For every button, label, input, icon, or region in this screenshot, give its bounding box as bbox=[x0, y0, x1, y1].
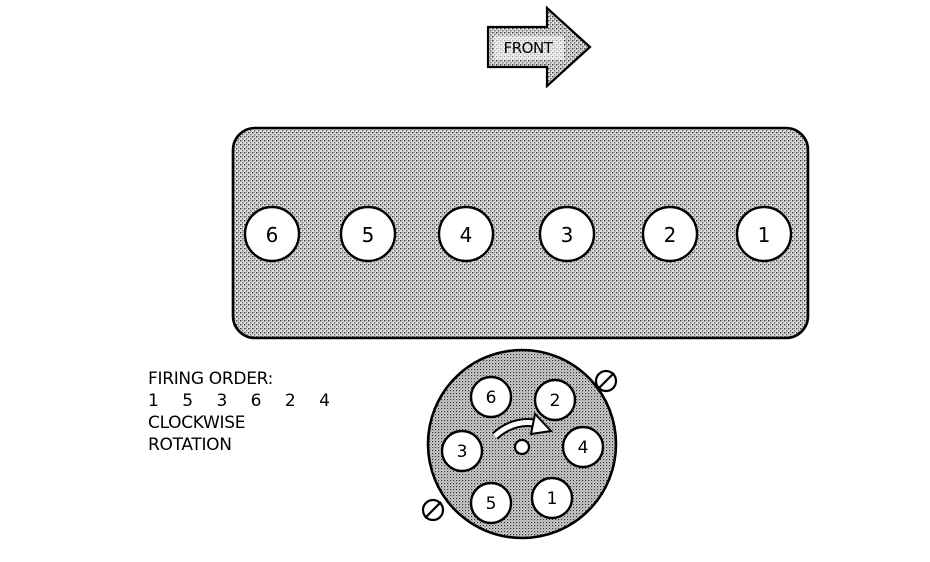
front-arrow: FRONT bbox=[486, 5, 592, 89]
terminal-4: 4 bbox=[561, 425, 605, 469]
distributor-cap: 6 2 4 1 5 3 bbox=[421, 348, 618, 540]
distributor-terminals: 6 2 4 1 5 3 bbox=[440, 375, 605, 525]
terminal-5-label: 5 bbox=[486, 494, 497, 514]
hold-down-screw-lower bbox=[421, 498, 445, 522]
terminal-5: 5 bbox=[469, 481, 513, 525]
cylinder-4-label: 4 bbox=[460, 223, 473, 247]
cylinder-6-label: 6 bbox=[266, 223, 279, 247]
cylinder-2-label: 2 bbox=[664, 223, 677, 247]
cylinder-5: 5 bbox=[339, 205, 397, 263]
rotation-arrow bbox=[491, 411, 554, 456]
cylinder-4: 4 bbox=[437, 205, 495, 263]
rotation-label: ROTATION bbox=[148, 435, 232, 455]
terminal-4-label: 4 bbox=[578, 438, 589, 458]
engine-block: 6 5 4 3 2 1 bbox=[231, 126, 810, 340]
cylinder-1-label: 1 bbox=[758, 223, 771, 247]
terminal-1: 1 bbox=[530, 476, 574, 520]
terminal-3: 3 bbox=[440, 429, 484, 473]
firing-order-sequence: 1 5 3 6 2 4 bbox=[148, 391, 339, 411]
cylinder-3: 3 bbox=[538, 205, 596, 263]
rotor-center bbox=[513, 438, 531, 456]
terminal-6: 6 bbox=[469, 375, 513, 419]
cylinder-5-label: 5 bbox=[362, 223, 375, 247]
front-label: FRONT bbox=[504, 39, 554, 57]
terminal-2-label: 2 bbox=[550, 391, 561, 411]
cylinder-6: 6 bbox=[243, 205, 301, 263]
cylinder-2: 2 bbox=[641, 205, 699, 263]
hold-down-screw-upper bbox=[594, 369, 618, 393]
rotation-direction: CLOCKWISE bbox=[148, 413, 246, 433]
firing-order-legend: FIRING ORDER: 1 5 3 6 2 4 CLOCKWISE ROTA… bbox=[148, 368, 339, 456]
terminal-1-label: 1 bbox=[547, 489, 558, 509]
terminal-2: 2 bbox=[533, 378, 577, 422]
cylinder-3-label: 3 bbox=[561, 223, 574, 247]
terminal-3-label: 3 bbox=[457, 442, 468, 462]
cylinder-row: 6 5 4 3 2 1 bbox=[243, 205, 793, 263]
terminal-6-label: 6 bbox=[486, 388, 497, 408]
cylinder-1: 1 bbox=[735, 205, 793, 263]
firing-order-title: FIRING ORDER: bbox=[148, 369, 274, 389]
